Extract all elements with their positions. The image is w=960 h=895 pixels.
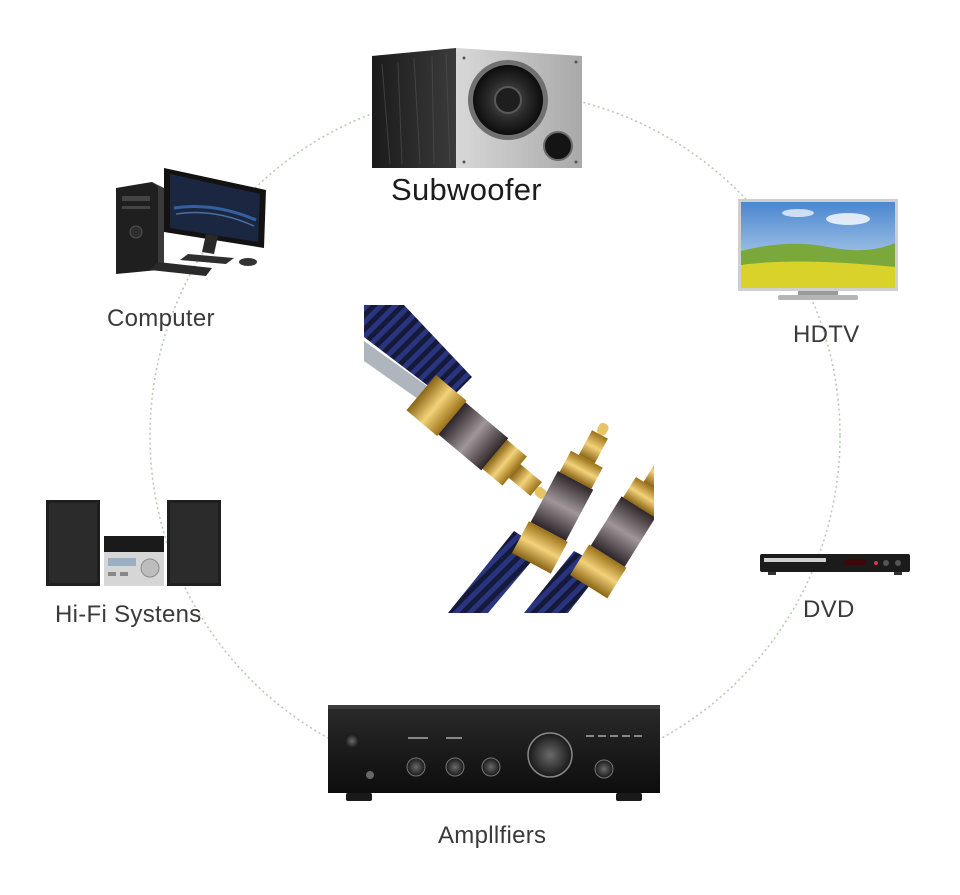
dvd-label: DVD	[803, 596, 855, 623]
amplifier-device	[328, 697, 660, 803]
tv-icon	[738, 199, 898, 300]
amplifier-icon	[328, 705, 660, 801]
hdtv-device	[738, 199, 898, 305]
amplifiers-label: Ampllfiers	[438, 822, 547, 849]
hifi-device	[46, 500, 221, 590]
rca-cable-image	[364, 305, 654, 613]
hdtv-label: HDTV	[793, 321, 860, 348]
dvd-device	[760, 552, 910, 576]
rca-cable-icon	[364, 305, 654, 613]
computer-device	[114, 166, 269, 281]
computer-label: Computer	[107, 305, 215, 332]
subwoofer-icon	[372, 48, 582, 168]
subwoofer-label: Subwoofer	[391, 172, 542, 207]
hifi-label: Hi-Fi Systens	[55, 601, 202, 628]
subwoofer-device	[372, 44, 587, 172]
hifi-system-icon	[46, 500, 221, 586]
dvd-player-icon	[760, 554, 910, 575]
computer-icon	[116, 168, 266, 276]
